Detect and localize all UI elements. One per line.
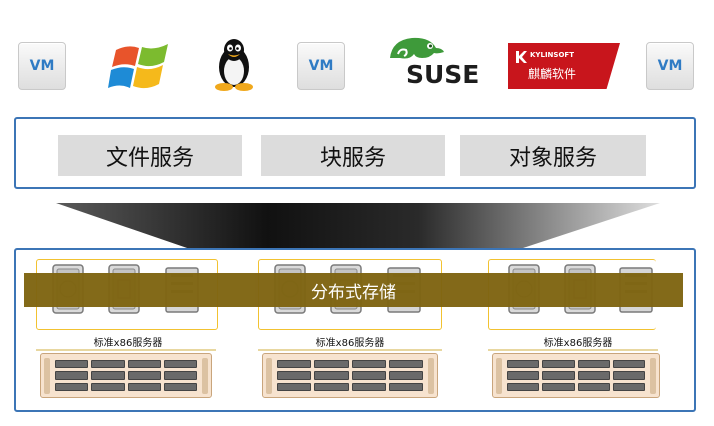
service-panel: 文件服务 块服务 对象服务 [14,117,696,189]
suse-wordmark: SUSE [406,60,480,89]
server-rack-icon [262,353,438,398]
object-service-box: 对象服务 [460,135,646,176]
kylin-k-mark-icon [516,51,527,63]
block-service-box: 块服务 [261,135,445,176]
linux-tux-icon [215,39,253,91]
divider [488,349,658,351]
suse-chameleon-icon [390,37,444,59]
server-label-2: 标准x86服务器 [315,338,385,349]
divider [258,349,442,351]
windows-logo-icon [108,44,168,89]
vm-icon-3: VM [646,42,694,90]
file-service-box: 文件服务 [58,135,242,176]
server-label-1: 标准x86服务器 [93,338,163,349]
vm-icon-2: VM [297,42,345,90]
server-rack-icon [492,353,660,398]
kylinsoft-cn-text: 麒麟软件 [528,67,577,81]
kylinsoft-logo-icon: KYLINSOFT 麒麟软件 [508,43,620,89]
funnel-graphic [56,203,660,249]
distributed-storage-bar: 分布式存储 [24,273,683,307]
divider [36,349,216,351]
vm-icon-1: VM [18,42,66,90]
kylinsoft-en-text: KYLINSOFT [530,51,574,59]
server-label-3: 标准x86服务器 [543,338,613,349]
server-rack-icon [40,353,212,398]
